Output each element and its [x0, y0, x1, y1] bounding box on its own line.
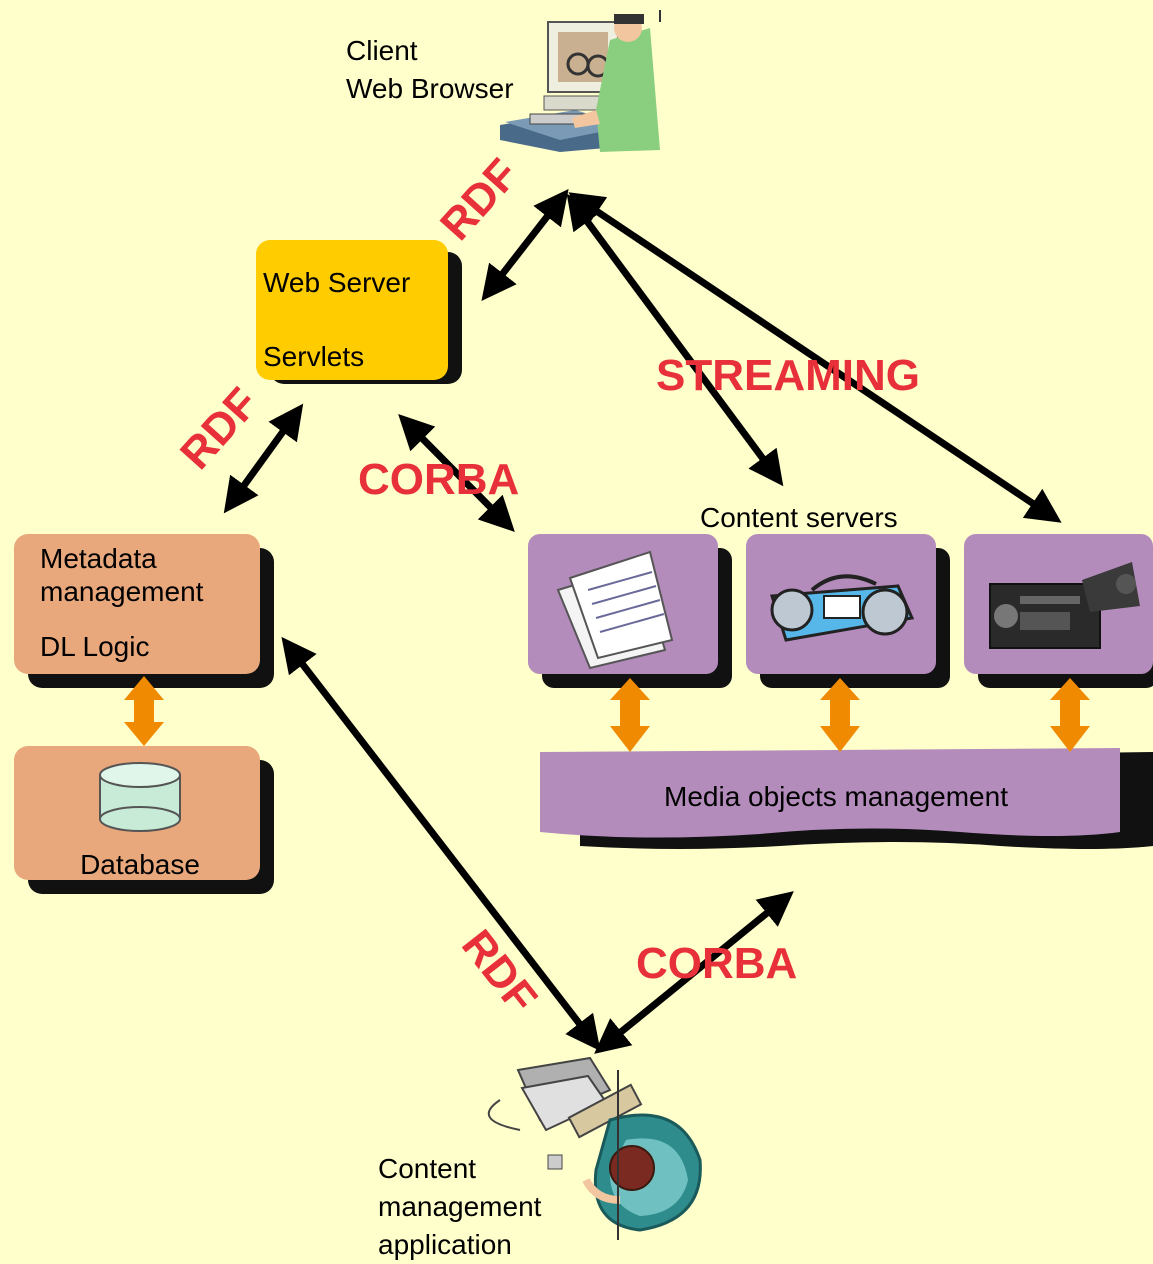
arrow-webserver-metadata: [223, 403, 304, 514]
camcorder-icon: [989, 562, 1140, 649]
web-server-label-line2: Servlets: [263, 341, 364, 372]
rdf-label-left: RDF: [171, 379, 268, 479]
corba-label-middle: CORBA: [358, 455, 519, 504]
web-server-box: Web Server Servlets: [256, 240, 462, 384]
rdf-label-top: RDF: [431, 150, 528, 250]
content-server-audio: [746, 534, 950, 688]
arrow-app-media: [594, 891, 794, 1054]
content-app-label-line1: Content: [378, 1153, 476, 1184]
media-objects-management-box: Media objects management: [540, 748, 1153, 849]
metadata-label-line3: DL Logic: [40, 631, 149, 662]
arrow-webserver-content: [398, 414, 515, 532]
content-server-documents: [528, 534, 732, 688]
content-server-video: [964, 534, 1153, 688]
streaming-label: STREAMING: [656, 351, 920, 400]
database-box: Database: [14, 746, 274, 894]
database-label: Database: [80, 849, 200, 880]
corba-label-bottom: CORBA: [636, 939, 797, 988]
web-server-label-line1: Web Server: [263, 267, 410, 298]
boombox-icon: [769, 574, 915, 642]
computer-user-icon: [500, 10, 661, 152]
arrow-client-video: [568, 192, 1062, 523]
server-media-arrows: [610, 678, 1090, 752]
client-web-browser: Client Web Browser: [346, 10, 661, 152]
client-label-line2: Web Browser: [346, 73, 514, 104]
arrow-metadata-app: [281, 636, 601, 1052]
content-management-application: Content management application: [378, 1056, 702, 1260]
connections: [223, 188, 1062, 1054]
database-cylinder-icon: [99, 762, 181, 832]
media-objects-label: Media objects management: [664, 781, 1008, 812]
metadata-label-line2: management: [40, 576, 204, 607]
metadata-database-arrow: [124, 676, 164, 746]
client-label-line1: Client: [346, 35, 418, 66]
metadata-label-line1: Metadata: [40, 543, 157, 574]
metadata-management-box: Metadata management DL Logic: [14, 534, 274, 688]
rdf-label-bottom: RDF: [452, 921, 546, 1022]
arrow-client-documents: [566, 193, 784, 487]
content-app-label-line3: application: [378, 1229, 512, 1260]
document-icon: [556, 550, 674, 670]
content-app-label-line2: management: [378, 1191, 542, 1222]
content-servers-label: Content servers: [700, 502, 898, 533]
office-worker-icon: [487, 1056, 702, 1240]
arrow-client-webserver: [481, 188, 569, 302]
